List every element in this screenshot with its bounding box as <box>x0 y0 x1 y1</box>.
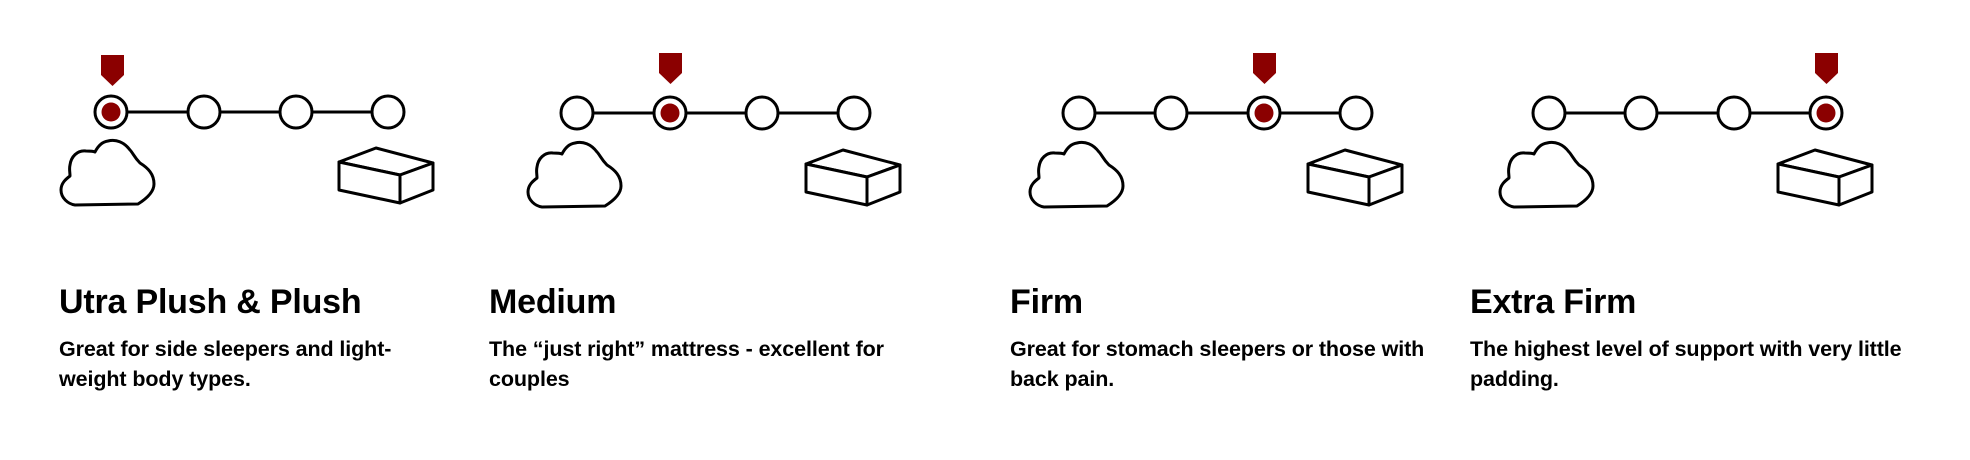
firmness-scale-graphic <box>526 53 902 209</box>
panel-title: Medium <box>489 283 617 321</box>
scale-level-3 <box>744 95 780 131</box>
box-icon <box>804 148 902 207</box>
scale-level-1 <box>1061 95 1097 131</box>
panel-description: Great for side sleepers and light-weight… <box>59 337 392 391</box>
scale-track <box>559 95 872 131</box>
panel-text-extra-firm: Extra Firm The highest level of support … <box>1470 280 1920 394</box>
selected-dot <box>1254 103 1274 123</box>
scale-level-2 <box>186 94 222 130</box>
firmness-scale-firm <box>968 0 1428 230</box>
cloud-icon <box>1498 140 1595 209</box>
pointer-marker-icon <box>1253 53 1276 84</box>
panel-text-firm: Firm Great for stomach sleepers or those… <box>1010 280 1440 394</box>
firmness-scale-graphic <box>59 55 435 207</box>
scale-level-4 <box>1338 95 1374 131</box>
panel-text-medium: Medium The “just right” mattress - excel… <box>489 280 949 394</box>
panel-text-ultra-plush: Utra Plush & Plush Great for side sleepe… <box>59 280 444 394</box>
pointer-marker-icon <box>659 53 682 84</box>
cloud-icon <box>59 138 156 207</box>
scale-track <box>1531 95 1844 131</box>
firmness-scale-medium <box>466 0 926 230</box>
cloud-icon <box>1028 140 1125 209</box>
box-icon <box>1776 148 1874 207</box>
scale-level-3 <box>278 94 314 130</box>
scale-level-1 <box>1531 95 1567 131</box>
panel-description: Great for stomach sleepers or those with… <box>1010 337 1425 391</box>
scale-track <box>1061 95 1374 131</box>
panel-title: Utra Plush & Plush <box>59 283 362 321</box>
panel-description: The “just right” mattress - excellent fo… <box>489 337 884 391</box>
scale-track <box>93 94 406 130</box>
scale-level-4 <box>370 94 406 130</box>
pointer-marker-icon <box>1815 53 1838 84</box>
firmness-scale-ultra-plush <box>0 0 460 230</box>
selected-dot <box>660 103 680 123</box>
cloud-icon <box>526 140 623 209</box>
box-icon <box>337 146 435 205</box>
panel-description: The highest level of support with very l… <box>1470 337 1902 391</box>
selected-dot <box>101 102 121 122</box>
scale-level-2 <box>1623 95 1659 131</box>
firmness-scale-graphic <box>1498 53 1874 209</box>
scale-level-2 <box>1153 95 1189 131</box>
selected-dot <box>1816 103 1836 123</box>
panel-title: Firm <box>1010 283 1083 321</box>
panel-title: Extra Firm <box>1470 283 1637 321</box>
scale-level-3 <box>1716 95 1752 131</box>
scale-level-4 <box>836 95 872 131</box>
box-icon <box>1306 148 1404 207</box>
pointer-marker-icon <box>101 55 124 86</box>
firmness-scale-graphic <box>1028 53 1404 209</box>
scale-level-1 <box>559 95 595 131</box>
firmness-scale-extra-firm <box>1438 0 1898 230</box>
